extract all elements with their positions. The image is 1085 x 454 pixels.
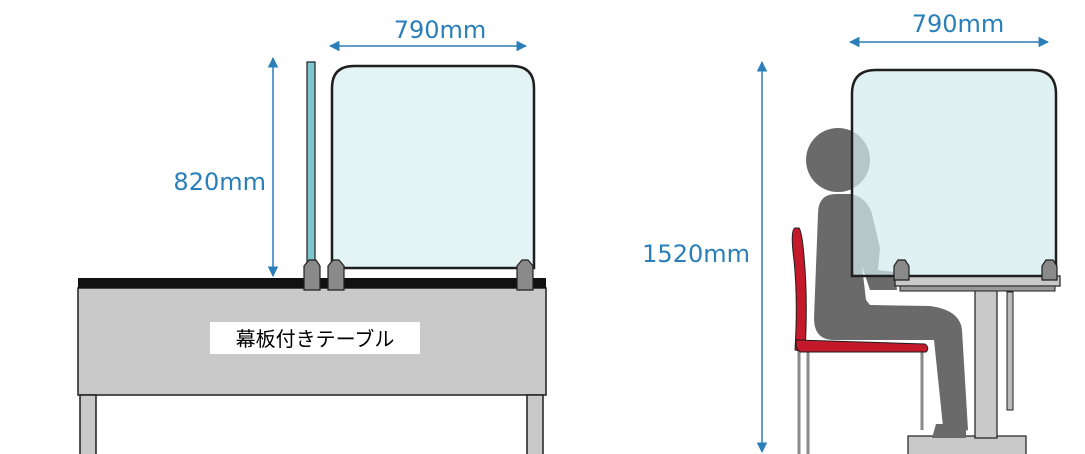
table-leg-right — [526, 394, 544, 454]
chair — [791, 227, 929, 454]
right-table-top — [894, 275, 1061, 287]
right-panel-foot-left — [893, 259, 910, 281]
modesty-board — [1006, 291, 1014, 411]
side-panel-edge — [306, 61, 316, 273]
left-width-label: 790mm — [394, 16, 487, 44]
right-width-label: 790mm — [912, 10, 1005, 38]
right-panel-foot-right — [1041, 259, 1058, 281]
table-leg-left — [79, 394, 97, 454]
person-foot — [932, 424, 966, 438]
table-label-bg — [210, 322, 420, 354]
right-panel — [850, 68, 1058, 278]
right-height-label: 1520mm — [642, 240, 750, 268]
right-view: 790mm 1520mm — [642, 10, 1061, 454]
side-panel-stand — [303, 259, 321, 291]
left-height-label: 820mm — [173, 168, 266, 196]
front-panel — [330, 64, 536, 270]
right-table-rail — [899, 285, 1056, 292]
front-panel-foot-right — [516, 259, 534, 291]
left-view: 幕板付きテーブル 790mm 820mm — [77, 16, 547, 454]
table-pedestal — [974, 287, 998, 439]
chair-seat — [795, 339, 929, 353]
front-panel-foot-left — [327, 259, 345, 291]
table-base — [907, 435, 1027, 454]
table-label: 幕板付きテーブル — [236, 327, 395, 351]
table — [77, 278, 547, 454]
chair-back — [791, 227, 807, 353]
